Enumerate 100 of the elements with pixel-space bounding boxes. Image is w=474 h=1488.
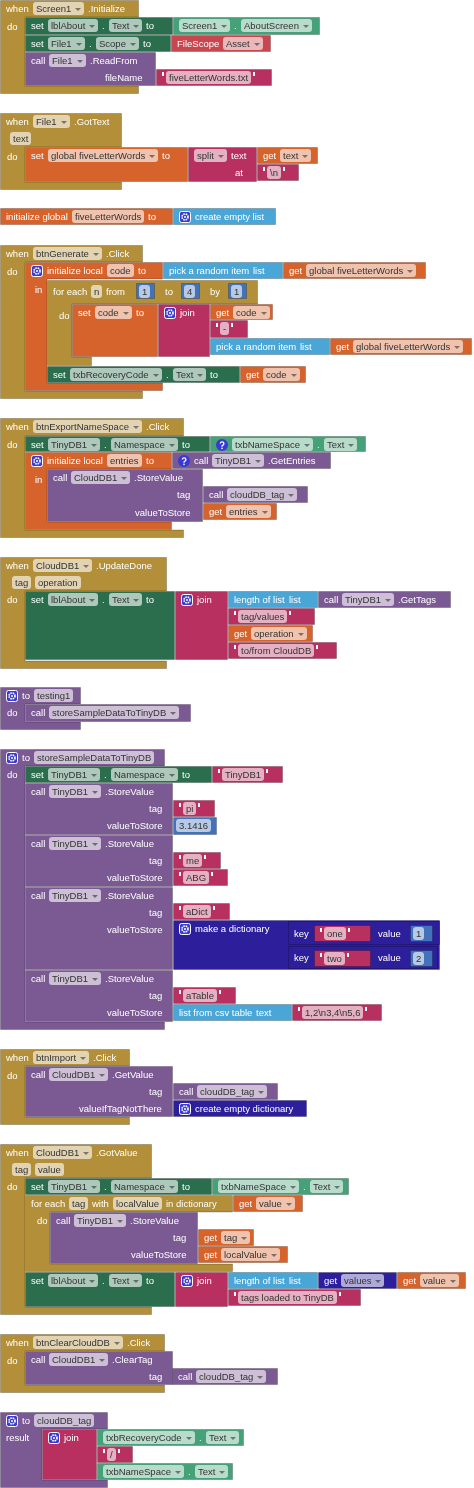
- text-block: [228, 608, 315, 625]
- block-label: in: [35, 473, 43, 487]
- block-label: list: [300, 340, 312, 354]
- getter-block: [97, 1463, 233, 1480]
- block-label: join: [64, 1431, 79, 1445]
- text-block: [228, 1289, 361, 1306]
- block-label: tag: [149, 906, 163, 920]
- dropdown-field: storeSampleDataToTinyDB: [49, 706, 180, 719]
- dropdown-field: TinyDB1: [49, 889, 102, 902]
- variable-name-field: operation: [35, 576, 81, 589]
- number-field: 2: [413, 952, 425, 965]
- dropdown-field: cloudDB_tag: [196, 1370, 267, 1383]
- setter-block: [25, 766, 212, 783]
- block-label: key: [294, 927, 309, 941]
- block-label: from: [106, 285, 125, 299]
- dropdown-field: global fiveLetterWords: [353, 340, 464, 353]
- text-field: tags loaded to TinyDB: [238, 1291, 337, 1304]
- block-label: to: [136, 306, 144, 320]
- block-label: .: [104, 768, 107, 782]
- block-label: .StoreValue: [105, 889, 154, 903]
- block-label: .UpdateDone: [96, 559, 152, 573]
- block-label: .StoreValue: [105, 785, 154, 799]
- block-label: call: [178, 1370, 193, 1384]
- text-block: [257, 164, 299, 181]
- block-label: to: [146, 454, 154, 468]
- text-field: aDict: [183, 905, 211, 918]
- block-label: when: [6, 2, 29, 16]
- dropdown-field: Text: [310, 1180, 344, 1193]
- variable-name-field: cloudDB_tag: [34, 1414, 95, 1427]
- block-label: get: [216, 306, 230, 320]
- dropdown-field: btnImport: [33, 1051, 90, 1064]
- block-label: .ClearTag: [112, 1353, 153, 1367]
- block-label: call: [31, 837, 46, 851]
- setter-block: [25, 591, 175, 660]
- dropdown-field: TinyDB1: [49, 785, 102, 798]
- procedure-call-block: [203, 486, 308, 503]
- block-label: join: [180, 306, 195, 320]
- block-label: .Click: [106, 247, 130, 261]
- block-label: call: [194, 454, 209, 468]
- list-block: [173, 208, 276, 225]
- number-block: [410, 950, 433, 967]
- variable-block: [198, 1229, 254, 1246]
- dropdown-field: operation: [251, 627, 307, 640]
- dropdown-field: Text: [109, 19, 143, 32]
- block-label: initialize local: [47, 454, 103, 468]
- dictionary-block: [288, 921, 440, 945]
- procedure-call-block: [172, 452, 331, 469]
- text-field: -: [220, 322, 230, 335]
- dropdown-field: CloudDB1: [49, 1068, 109, 1081]
- text-field: \n: [267, 166, 281, 179]
- text-field: fiveLetterWords.txt: [166, 71, 252, 84]
- variable-block: [283, 262, 426, 279]
- block-label: valueToStore: [135, 506, 191, 520]
- block-label: to: [182, 768, 190, 782]
- variable-block: [397, 1272, 466, 1289]
- dropdown-field: Text: [109, 1274, 143, 1287]
- setter-block: [25, 17, 173, 35]
- list-block: [173, 1004, 292, 1021]
- block-label: .: [199, 1431, 202, 1445]
- block-label: get: [204, 1248, 218, 1262]
- dictionary-block: [173, 1100, 307, 1117]
- block-label: call: [31, 972, 46, 986]
- text-field: TinyDB1: [222, 768, 265, 781]
- dropdown-field: Namespace: [111, 1180, 178, 1193]
- dropdown-field: TinyDB1: [48, 438, 101, 451]
- block-label: to: [165, 285, 173, 299]
- block-label: do: [7, 706, 18, 720]
- text-field: aTable: [183, 989, 217, 1002]
- block-label: to: [148, 210, 156, 224]
- dropdown-field: TinyDB1: [48, 768, 101, 781]
- constant-block: [171, 35, 271, 52]
- variable-name-field: testing1: [34, 689, 74, 702]
- block-label: .GotValue: [96, 1146, 138, 1160]
- block-label: when: [6, 1336, 29, 1350]
- dropdown-field: text: [280, 149, 312, 162]
- block-label: tag: [149, 989, 163, 1003]
- block-label: call: [31, 785, 46, 799]
- setter-block: [25, 1178, 212, 1195]
- procedure-call-block: [25, 704, 191, 722]
- block-label: .: [188, 1465, 191, 1479]
- block-label: tag: [149, 1370, 163, 1384]
- getter-block: [212, 1178, 349, 1195]
- block-label: get: [336, 340, 350, 354]
- dropdown-field: Text: [173, 368, 207, 381]
- dropdown-field: global fiveLetterWords: [306, 264, 417, 277]
- block-label: by: [210, 285, 221, 299]
- variable-name-field: tag: [12, 576, 32, 589]
- dropdown-field: TinyDB1: [74, 1214, 127, 1227]
- block-label: .: [317, 438, 320, 452]
- block-label: to: [146, 593, 154, 607]
- block-label: set: [31, 438, 44, 452]
- block-label: set: [31, 768, 44, 782]
- procedure-call-block: [25, 1066, 173, 1117]
- variable-name-field: tag: [12, 1163, 32, 1176]
- dropdown-field: txbNameSpace: [103, 1465, 184, 1478]
- dropdown-field: CloudDB1: [71, 471, 131, 484]
- block-label: .: [102, 1274, 105, 1288]
- text-block: [173, 987, 236, 1004]
- procedure-call-block: [25, 1351, 173, 1385]
- dropdown-field: CloudDB1: [33, 559, 93, 572]
